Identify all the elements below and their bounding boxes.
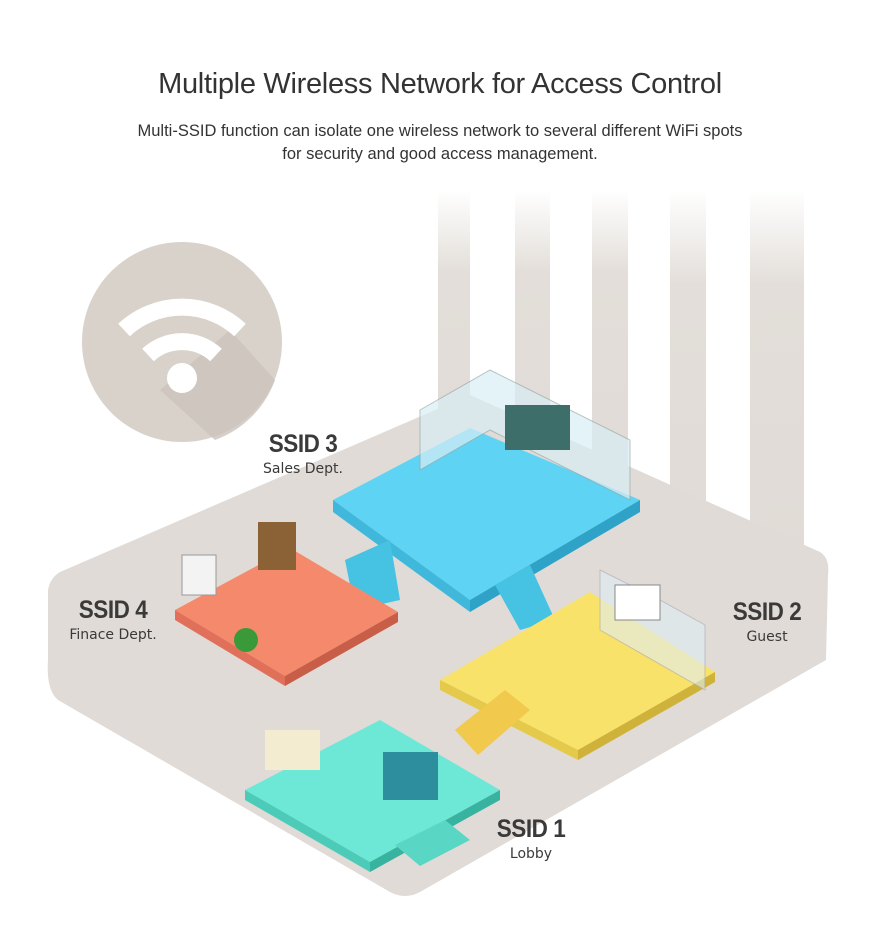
zone-ssid1-floor — [245, 720, 500, 872]
ssid-name: SSID 4 — [78, 596, 148, 624]
zone-ssid4-floor — [175, 522, 398, 686]
zone-ssid2-floor — [440, 569, 715, 760]
zone-label-ssid4: SSID 4 Finace Dept. — [48, 596, 178, 643]
subtitle-line-1: Multi-SSID function can isolate one wire… — [137, 122, 743, 140]
zone-name: Guest — [746, 629, 788, 645]
zone-name: Lobby — [509, 846, 553, 862]
ssid-name: SSID 1 — [496, 815, 566, 843]
wifi-badge — [82, 242, 282, 442]
zone-label-ssid3: SSID 3 Sales Dept. — [238, 430, 368, 477]
zone-label-ssid2: SSID 2 Guest — [702, 598, 832, 645]
page-title: Multiple Wireless Network for Access Con… — [158, 68, 722, 100]
zone-name: Finace Dept. — [69, 627, 157, 643]
ssid-name: SSID 2 — [732, 598, 802, 626]
building-base — [47, 395, 829, 896]
zone-ssid3-floor — [333, 369, 640, 630]
zone-label-ssid1: SSID 1 Lobby — [466, 815, 596, 862]
zone-name: Sales Dept. — [263, 461, 343, 477]
ssid-name: SSID 3 — [268, 430, 338, 458]
page-subtitle: Multi-SSID function can isolate one wire… — [0, 120, 880, 166]
subtitle-line-2: for security and good access management. — [282, 145, 598, 163]
wifi-icon — [118, 298, 246, 362]
